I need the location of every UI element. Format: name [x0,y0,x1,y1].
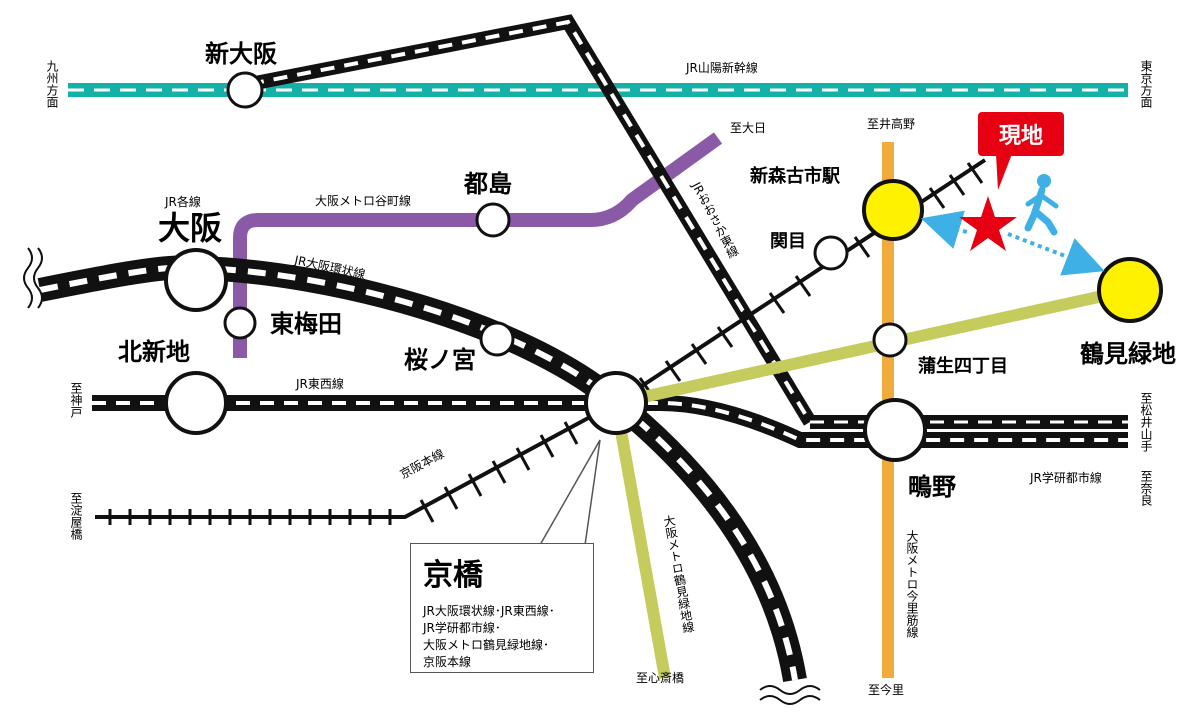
direction-imazato: 至今里 [868,683,905,697]
station-label-kitashinchi: 北新地 [118,338,190,366]
station-osaka [164,248,228,312]
star-icon [959,196,1017,251]
station-label-sakuranomiya: 桜ノ宮 [404,346,476,374]
station-gamo [872,322,908,358]
wavy-break-icon [23,247,821,705]
direction-kyushu: 九州方面 [45,60,59,108]
walking-person-icon [1024,174,1059,236]
callout-pointer [539,439,601,546]
station-sekime [813,235,849,271]
station-label-miyakojima: 都島 [464,170,512,198]
station-label-higashi-umeda: 東梅田 [270,310,342,338]
direction-shinsaibashi: 至心斎橋 [636,671,685,685]
station-kitashinchi [164,371,228,435]
station-shinmorifuruichi [862,179,924,241]
callout-line-1: JR大阪環状線･JR東西線･ [423,604,555,618]
line-label-gakkentoshi: JR学研都市線 [1030,471,1102,485]
marker-pin-tail [996,154,1012,190]
line-label-shinkansen: JR山陽新幹線 [686,61,758,75]
callout-title: 京橋 [423,558,483,593]
station-label-shinmorifuruichi: 新森古市駅 [750,166,840,187]
line-label-tozai: JR東西線 [296,377,344,391]
double-arrow-icon [920,210,1105,276]
callout-line-4: 京阪本線 [423,655,472,669]
current-location-marker: 現地 [978,112,1064,156]
direction-nara: 至奈良 [1139,470,1153,506]
callout-line-3: 大阪メトロ鶴見緑地線･ [423,638,550,652]
direction-yodoyabashi: 至淀屋橋 [69,492,83,540]
loop-line [37,255,807,682]
tozai-line [92,395,1128,448]
station-label-shigino: 鴫野 [908,473,956,501]
station-higashi-umeda [223,306,257,340]
station-label-shin-osaka: 新大阪 [205,40,277,68]
tanimachi-line [233,132,723,358]
station-tsurumiryokuchi [1097,257,1163,323]
line-label-tanimachi: 大阪メトロ谷町線 [315,194,412,208]
kyobashi-callout: 京橋 JR大阪環状線･JR東西線･ JR学研都市線･ 大阪メトロ鶴見緑地線･ 京… [410,543,594,673]
station-label-tsurumiryokuchi: 鶴見緑地 [1080,340,1176,368]
direction-kobe: 至神戸 [69,382,83,418]
osaka-higashi-line [248,14,816,426]
line-label-imazatosuji: 大阪メトロ今里筋線 [905,530,919,638]
station-sakuranomiya [479,321,515,357]
direction-igano: 至井高野 [867,117,916,131]
station-miyakojima [475,202,511,238]
direction-dainichi: 至大日 [730,121,767,135]
callout-line-2: JR学研都市線･ [423,621,501,635]
direction-matsuiyamate: 至松井山手 [1139,392,1153,452]
station-kyobashi [584,371,648,435]
station-label-gamo: 蒲生四丁目 [918,356,1008,377]
station-shin-osaka [226,71,264,109]
station-label-sekime: 関目 [770,231,806,252]
direction-tokyo: 東京方面 [1139,60,1153,108]
stations [164,71,1163,462]
station-label-osaka: 大阪 [158,209,223,247]
station-shigino [863,398,927,462]
line-label-jr: JR各線 [165,195,201,209]
keihan-line [95,158,987,525]
